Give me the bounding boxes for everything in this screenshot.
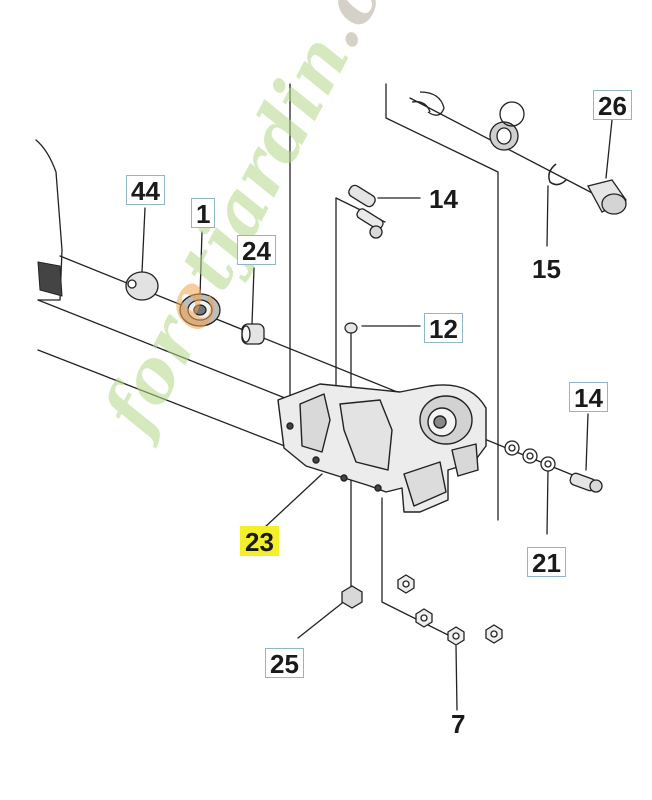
leader-44 [141,207,146,273]
part-7-nuts [397,574,503,646]
body-dark-strip [37,261,63,297]
part-14-bolt-top [348,184,384,239]
leader-7 [455,645,458,711]
body-mid-edge [37,299,291,401]
leader-24 [251,267,255,325]
body-lower-edge [37,349,301,453]
leader-26 [605,119,613,179]
callout-44: 44 [126,175,165,206]
part-25-nut [341,585,363,609]
body-outline [35,139,63,301]
part-44-cap [125,271,159,301]
callout-23: 23 [240,526,279,557]
part-12-screw [344,322,358,334]
callout-12: 12 [424,313,463,344]
callout-25: 25 [265,648,304,679]
callout-7: 7 [451,712,466,734]
callout-1: 1 [191,198,216,229]
part-23-housing [277,383,487,513]
leader-15 [546,185,549,247]
callout-24: 24 [237,235,276,266]
leader-1 [199,231,203,297]
callout-26: 26 [593,90,632,121]
callout-14-top: 14 [429,184,458,214]
part-clip [411,91,445,116]
leader-25 [297,599,347,639]
leader-23 [263,473,323,529]
leader-21 [546,469,549,535]
part-1-bearing [179,293,221,327]
part-15-ring [548,163,567,186]
part-24-bushing [241,323,265,345]
part-26-pin [587,179,627,215]
part-14-bolt-right [569,472,603,493]
callout-14-right: 14 [569,382,608,413]
frame-line-right [385,83,499,521]
part-spring [489,101,525,151]
callout-15: 15 [532,254,561,284]
callout-21: 21 [527,547,566,578]
part-21-washers [504,440,556,472]
leader-14b [585,413,589,471]
